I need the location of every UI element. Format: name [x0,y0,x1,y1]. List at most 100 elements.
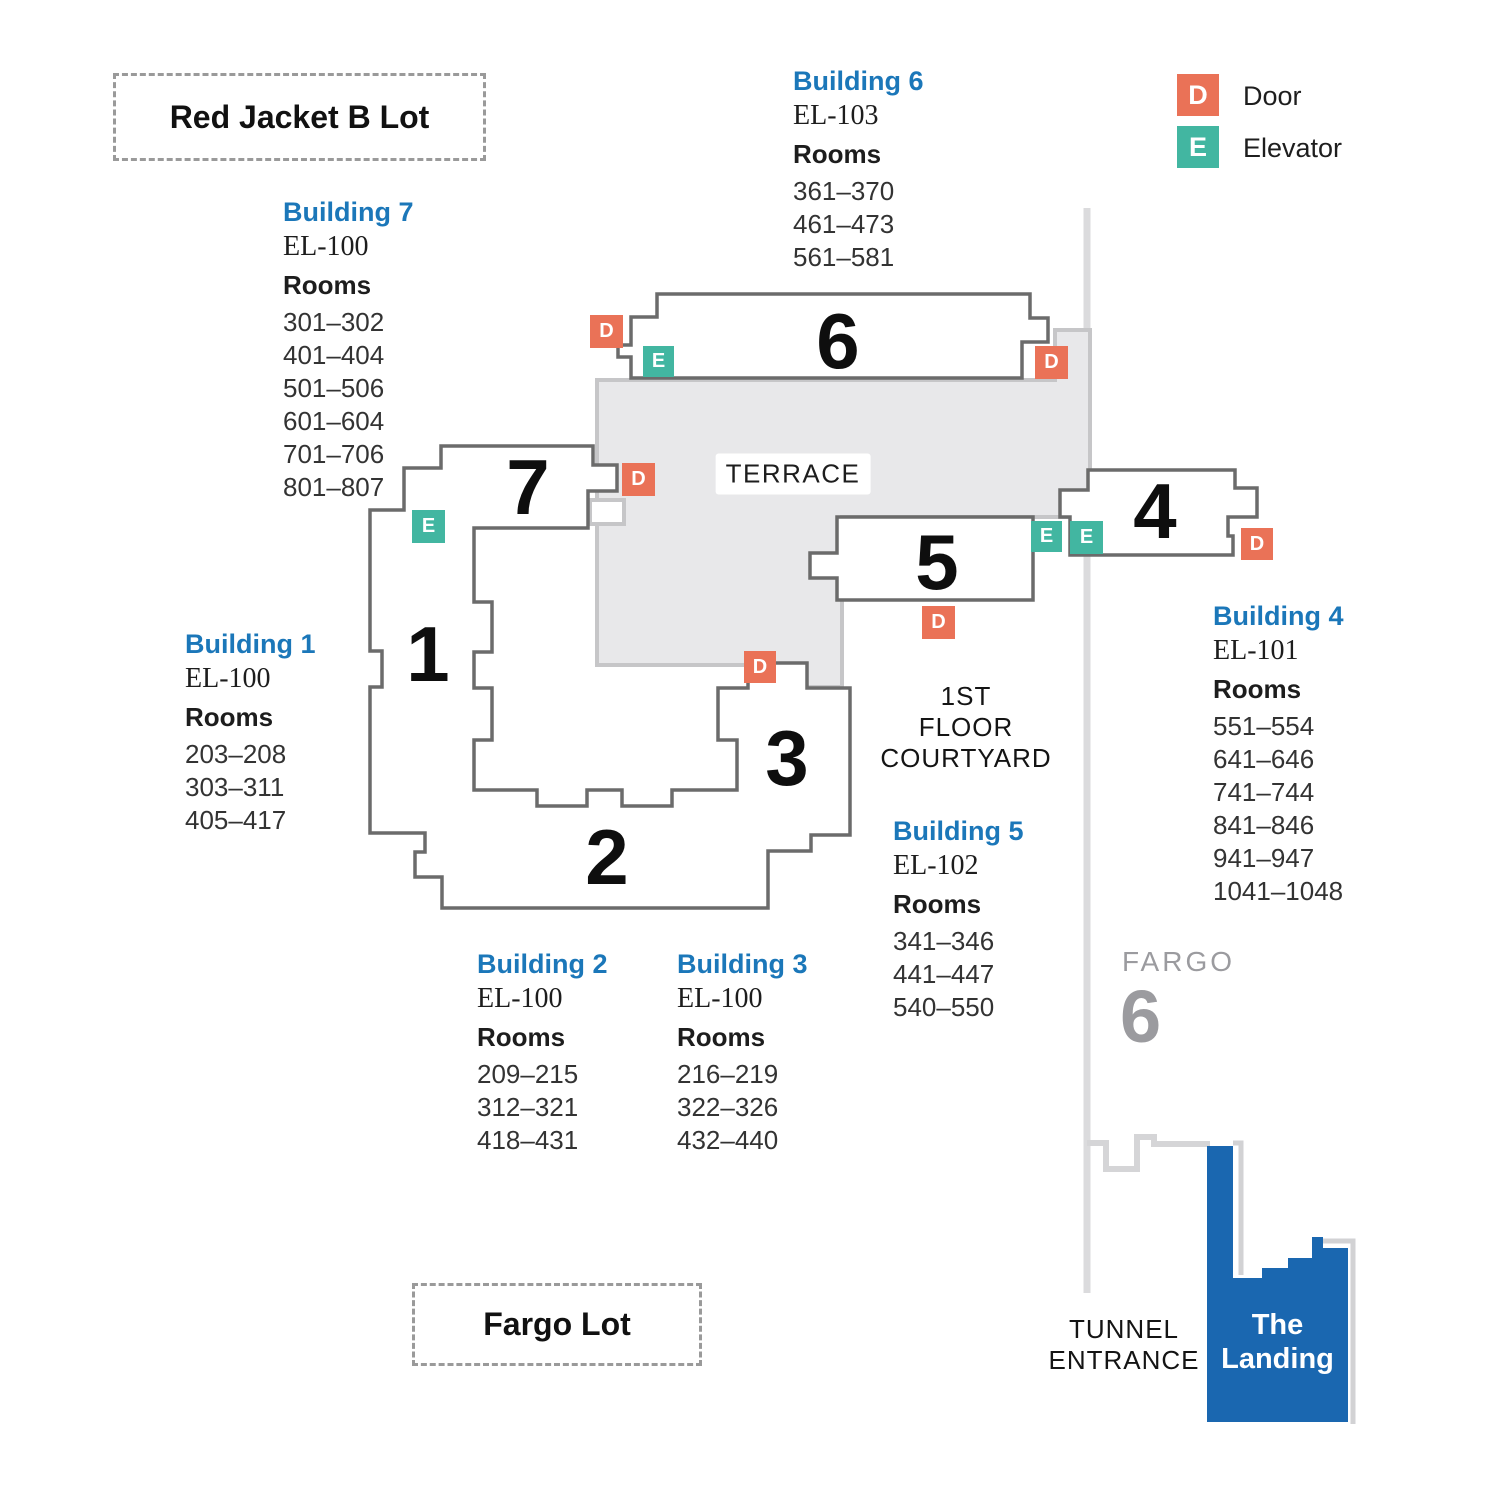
building-2-info: Building 2 EL-100 Rooms 209–215 312–321 … [477,949,608,1157]
building-7-rooms-3: 501–506 [283,373,385,403]
landing-shape [1207,1146,1348,1422]
building-1-2-3-7-shape [368,444,852,910]
building-6-shape [616,292,1050,380]
building-2-rooms-1: 209–215 [477,1059,579,1089]
tunnel-path [1087,1134,1210,1172]
courtyard-label: 1ST FLOOR COURTYARD [866,681,1066,774]
building-1-rooms-label: Rooms [185,702,274,732]
elevator-symbol: E [421,515,436,537]
door-marker-building4: D [1241,528,1273,560]
building-2-title: Building 2 [477,949,608,979]
door-marker-building7: D [622,463,655,496]
door-marker-building5: D [922,606,955,639]
building-4-rooms-1: 551–554 [1213,711,1315,741]
fargo-street-number: 6 [1120,975,1162,1058]
tunnel-line-2: ENTRANCE [1048,1345,1200,1375]
fargo-lot: Fargo Lot [412,1283,702,1366]
building-4-info: Building 4 EL-101 Rooms 551–554 641–646 … [1213,601,1344,908]
building-3-rooms-label: Rooms [677,1022,766,1052]
building-5-rooms-label: Rooms [893,889,982,919]
building-4-rooms-6: 1041–1048 [1213,876,1344,906]
building-1-rooms-1: 203–208 [185,739,287,769]
building-3-rooms-1: 216–219 [677,1059,779,1089]
door-marker-building6-left: D [590,315,623,348]
legend-door-symbol: D [1188,79,1208,110]
elevator-symbol: E [651,350,666,372]
building-4-rooms-4: 841–846 [1213,810,1315,840]
fargo-lot-label: Fargo Lot [483,1306,631,1342]
building-1-rooms-3: 405–417 [185,805,287,835]
elevator-marker-building6: E [643,346,674,377]
building-4-rooms-5: 941–947 [1213,843,1315,873]
building-4-rooms-2: 641–646 [1213,744,1315,774]
building-7-rooms-5: 701–706 [283,439,385,469]
door-symbol: D [631,468,646,490]
building-6-elevator: EL-103 [793,100,879,131]
legend-elevator-icon: E [1177,126,1219,168]
door-symbol: D [1249,532,1265,555]
courtyard-line-3: COURTYARD [880,743,1052,773]
building-7-info: Building 7 EL-100 Rooms 301–302 401–404 … [283,197,414,504]
building-4-title: Building 4 [1213,601,1344,631]
landing-line-2: Landing [1221,1343,1334,1375]
building-6-rooms-1: 361–370 [793,176,895,206]
terrace-notch [588,498,626,526]
elevator-symbol: E [1079,526,1094,548]
building-6-rooms-label: Rooms [793,139,882,169]
building-2-number: 2 [585,813,629,901]
building-7-rooms-2: 401–404 [283,340,385,370]
courtyard-line-1: 1ST [940,681,992,711]
building-1-info: Building 1 EL-100 Rooms 203–208 303–311 … [185,629,316,837]
elevator-symbol: E [1039,525,1054,547]
building-6-number: 6 [816,297,860,385]
landing-line-1: The [1251,1309,1304,1341]
building-5-title: Building 5 [893,816,1024,846]
door-symbol: D [931,611,946,633]
building-1-number: 1 [406,610,450,698]
building-4-rooms-label: Rooms [1213,674,1302,704]
elevator-marker-building5-left: E [1031,521,1062,552]
landing-gray-edge-left [1233,1140,1244,1275]
legend-elevator-symbol: E [1188,131,1207,162]
building-7-title: Building 7 [283,197,414,227]
legend-elevator-label: Elevator [1243,133,1343,163]
building-2-rooms-3: 418–431 [477,1125,579,1155]
door-marker-building3: D [744,651,776,683]
building-4-elevator: EL-101 [1213,635,1299,666]
elevator-marker-building5-right: E [1070,521,1103,554]
building-5-rooms-3: 540–550 [893,992,995,1022]
building-6-rooms-3: 561–581 [793,242,895,272]
legend-door-label: Door [1243,81,1302,111]
landing-gray-edge-right [1320,1238,1356,1424]
building-7-rooms-label: Rooms [283,270,372,300]
building-3-rooms-3: 432–440 [677,1125,779,1155]
building-3-elevator: EL-100 [677,983,763,1014]
building-6-title: Building 6 [793,66,924,96]
building-3-info: Building 3 EL-100 Rooms 216–219 322–326 … [677,949,808,1157]
red-jacket-b-lot: Red Jacket B Lot [113,73,486,161]
building-1-title: Building 1 [185,629,316,659]
building-2-rooms-label: Rooms [477,1022,566,1052]
building-4-shape [1058,468,1259,557]
door-symbol: D [1044,351,1059,373]
door-symbol: D [752,655,768,678]
building-5-number: 5 [915,518,959,606]
building-5-rooms-2: 441–447 [893,959,995,989]
building-3-number: 3 [765,714,809,802]
landing-label: The Landing [1200,1308,1355,1376]
fargo-street-name: FARGO [1122,946,1236,977]
building-1-rooms-2: 303–311 [185,772,285,802]
terrace-label: TERRACE [715,453,871,495]
building-5-elevator: EL-102 [893,850,979,881]
building-7-rooms-6: 801–807 [283,472,385,502]
building-5-info: Building 5 EL-102 Rooms 341–346 441–447 … [893,816,1024,1024]
elevator-marker-building7: E [412,510,445,543]
building-7-elevator: EL-100 [283,231,369,262]
red-jacket-b-lot-label: Red Jacket B Lot [169,98,430,135]
building-7-number: 7 [506,443,550,531]
building-4-number: 4 [1133,467,1177,555]
building-6-info: Building 6 EL-103 Rooms 361–370 461–473 … [793,66,924,274]
building-3-title: Building 3 [677,949,808,979]
